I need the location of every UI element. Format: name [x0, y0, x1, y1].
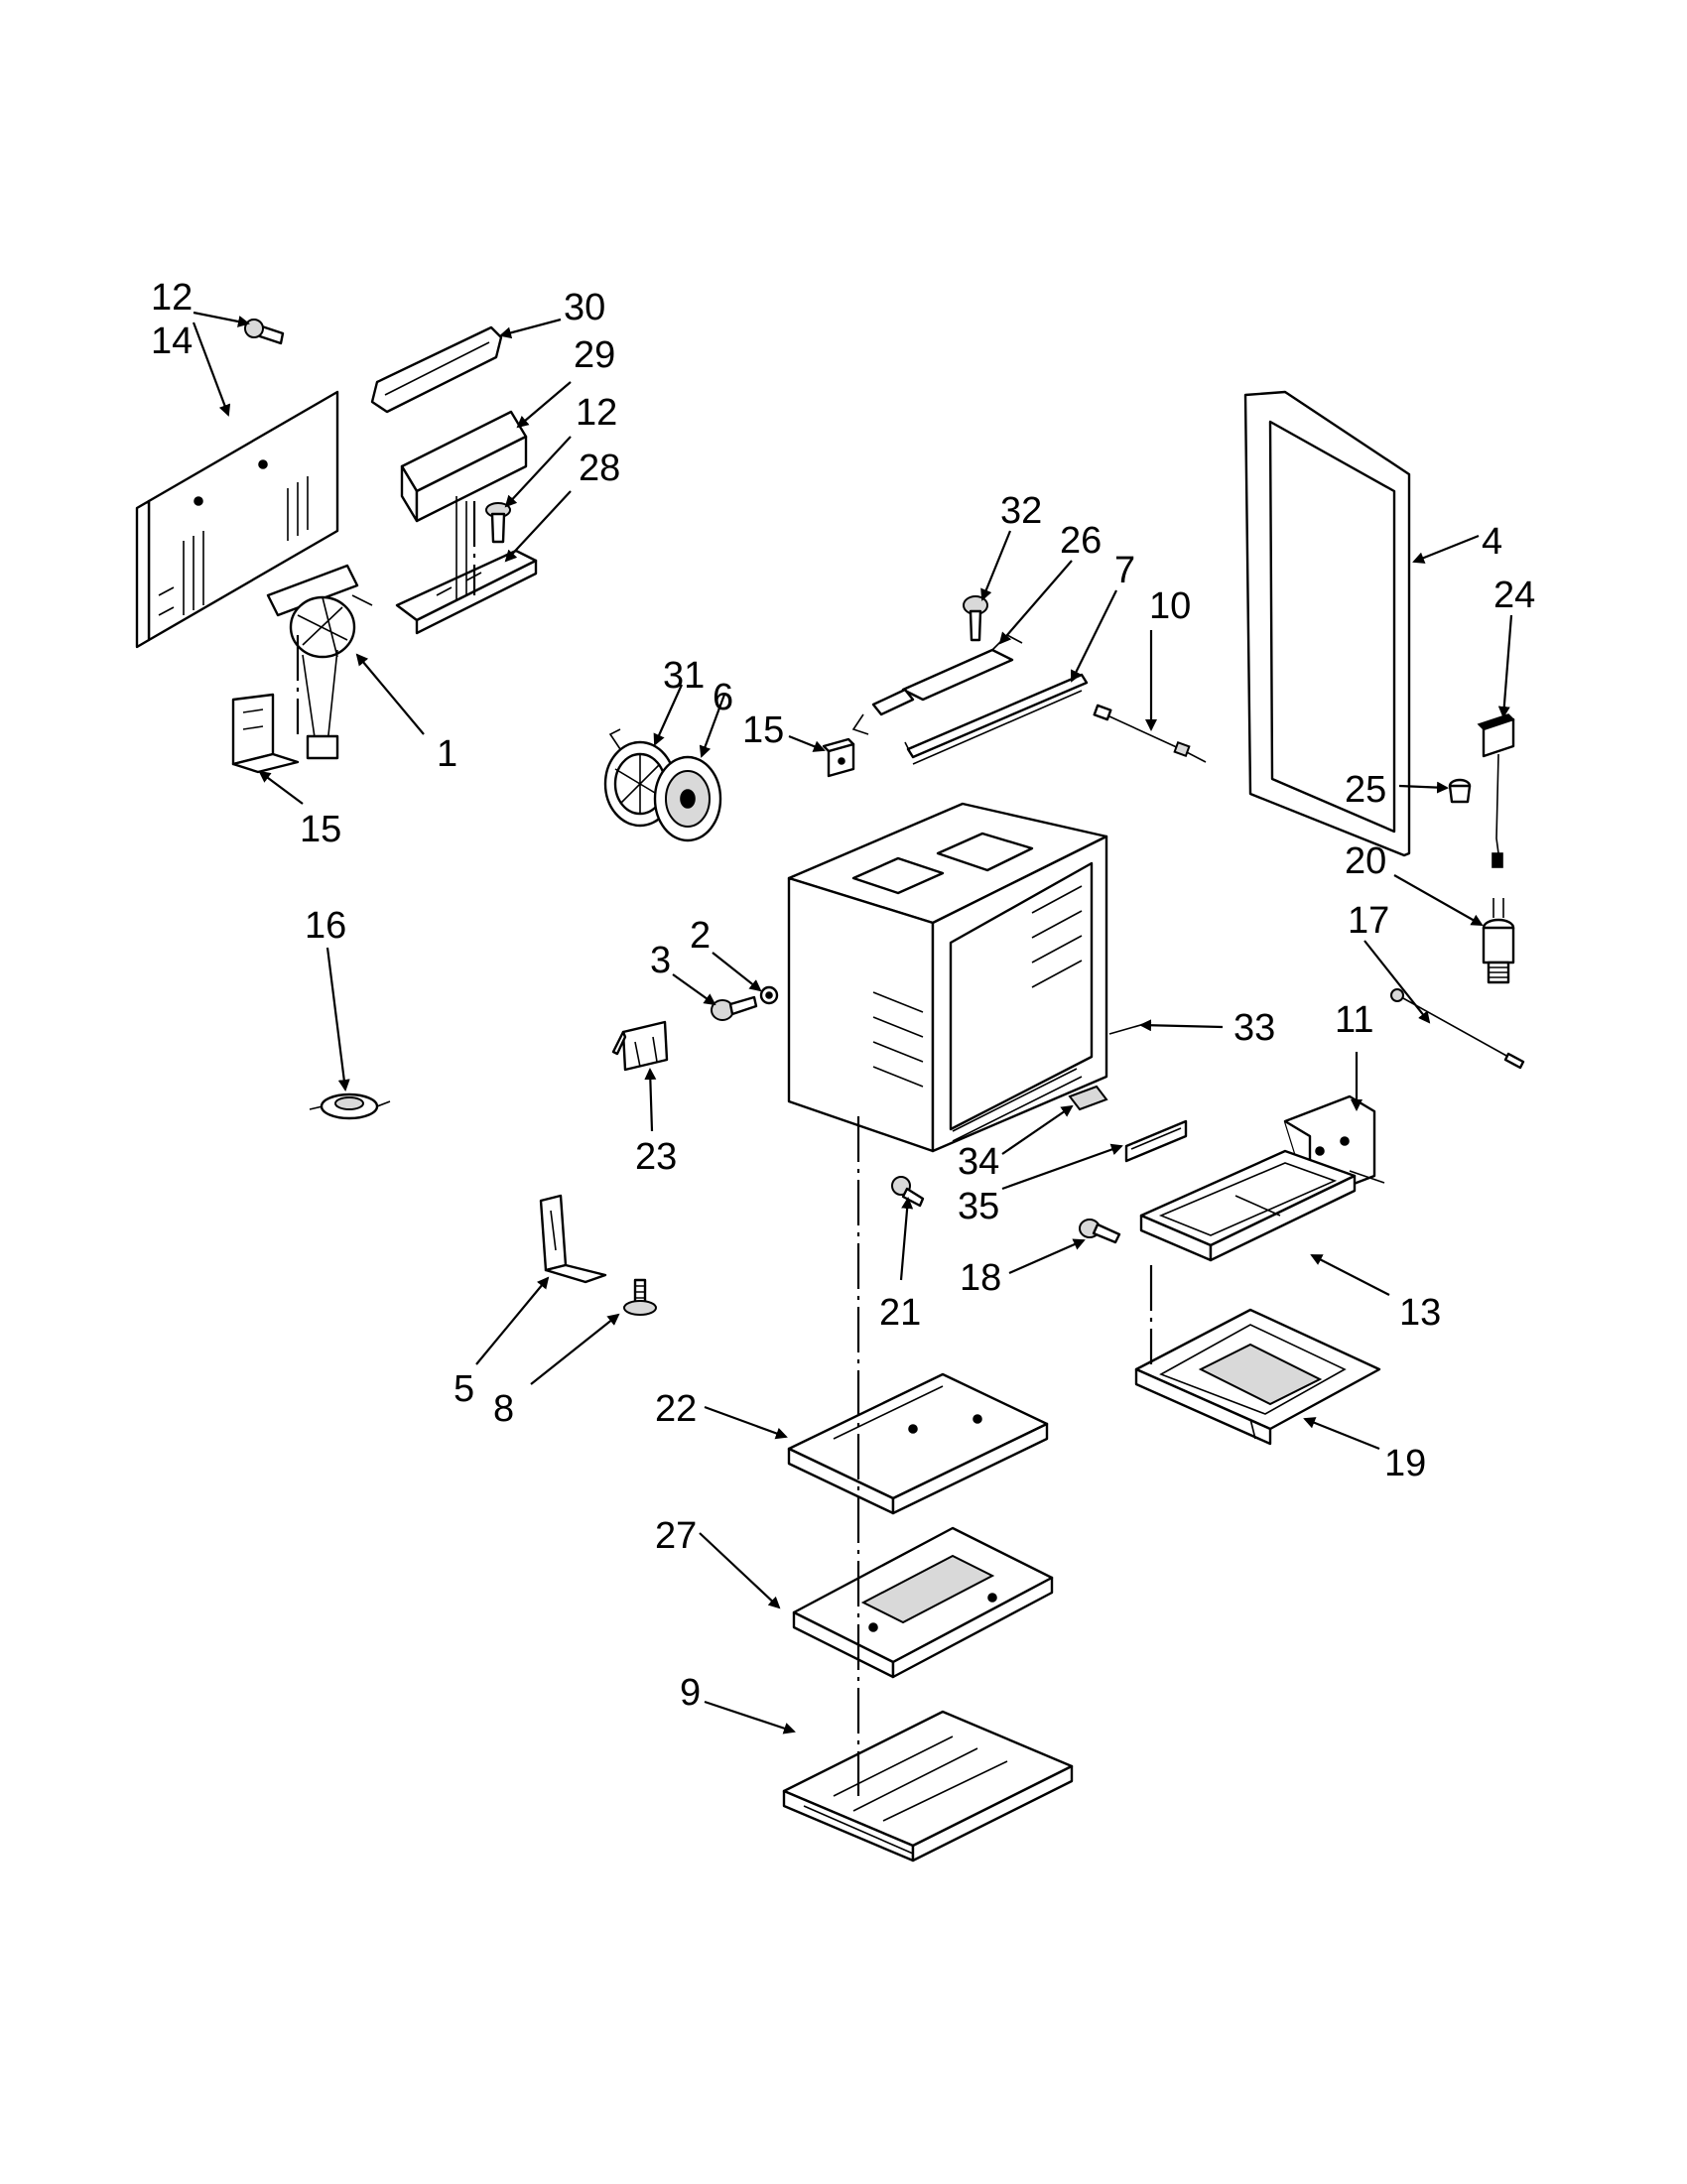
bottom-tray-part-19 [1134, 1308, 1381, 1446]
leveling-bracket-part-5 [539, 1194, 607, 1284]
receptacle-part-20 [1482, 898, 1515, 984]
callout-23: 23 [635, 1136, 677, 1178]
callout-31: 31 [663, 655, 705, 697]
door-gasket-part-4 [1243, 390, 1411, 857]
duct-base-part-28 [395, 496, 538, 635]
hinge-plate-part-35 [1124, 1119, 1188, 1163]
callout-18: 18 [960, 1257, 1001, 1299]
callout-6: 6 [713, 677, 733, 718]
switch-part-24 [1477, 713, 1515, 868]
probe-part-17 [1390, 988, 1525, 1070]
bracket-part-15a [231, 693, 300, 774]
callout-labels: 12 14 30 29 12 28 1 15 32 26 7 10 4 24 3… [151, 277, 1535, 1714]
callout-34: 34 [958, 1141, 999, 1183]
bottom-panel-part-22 [787, 1372, 1049, 1515]
sensor-bracket-part-26 [851, 634, 1023, 735]
bracket-part-23 [611, 1020, 669, 1072]
callout-35: 35 [958, 1186, 999, 1227]
leveling-leg-part-8 [623, 1278, 657, 1316]
washer-part-2 [759, 985, 779, 1005]
bracket-part-15b [822, 737, 855, 778]
leader-lines [192, 311, 1513, 1734]
screw-part-32 [963, 595, 988, 642]
callout-24: 24 [1493, 575, 1535, 616]
callout-16: 16 [305, 905, 346, 947]
callout-15b: 15 [742, 709, 784, 751]
callout-4: 4 [1482, 521, 1502, 563]
duct-part-29 [400, 410, 528, 523]
screw-part-12a [244, 319, 285, 345]
callout-30: 30 [564, 287, 605, 328]
callout-28: 28 [579, 448, 620, 489]
plug-part-25 [1448, 778, 1472, 804]
callout-29: 29 [574, 334, 615, 376]
callout-3: 3 [650, 940, 671, 981]
callout-1: 1 [437, 733, 457, 775]
callout-33: 33 [1233, 1007, 1275, 1049]
callout-26: 26 [1060, 520, 1102, 562]
callout-2: 2 [690, 915, 711, 957]
callout-9: 9 [680, 1672, 701, 1714]
fan-motor-part-1 [266, 564, 373, 760]
callout-12a: 12 [151, 277, 193, 319]
callout-20: 20 [1345, 840, 1386, 882]
callout-19: 19 [1384, 1443, 1426, 1484]
rod-part-33 [1108, 1021, 1152, 1035]
callout-11: 11 [1335, 999, 1373, 1041]
rear-panel-part-14 [135, 390, 339, 649]
bolt-part-3 [711, 995, 758, 1021]
fan-baffle-part-6 [653, 755, 722, 842]
callout-17: 17 [1348, 900, 1389, 942]
screw-part-18 [1079, 1219, 1121, 1244]
clip-part-34 [1068, 1085, 1108, 1111]
callout-5: 5 [454, 1368, 474, 1410]
tray-part-13 [1139, 1149, 1357, 1262]
limit-switch-part-16 [309, 1092, 391, 1120]
oven-cavity [787, 802, 1108, 1153]
callout-25: 25 [1345, 769, 1386, 811]
temp-sensor-part-10 [1093, 704, 1207, 763]
screw-part-12b [485, 502, 511, 544]
burner-shield-part-27 [792, 1526, 1054, 1679]
callout-27: 27 [655, 1515, 697, 1557]
callout-21: 21 [879, 1292, 921, 1334]
callout-14: 14 [151, 321, 193, 362]
alignment-lines [296, 501, 1153, 1796]
broil-element-part-7 [904, 673, 1089, 765]
callout-13: 13 [1399, 1292, 1441, 1334]
callout-32: 32 [1000, 490, 1042, 532]
callout-12b: 12 [576, 392, 617, 434]
duct-cover-part-30 [370, 325, 503, 414]
callout-10: 10 [1149, 585, 1191, 627]
callout-7: 7 [1114, 550, 1135, 591]
oven-bottom-part-9 [782, 1710, 1074, 1863]
callout-8: 8 [493, 1388, 514, 1430]
callout-15a: 15 [300, 809, 341, 850]
callout-22: 22 [655, 1388, 697, 1430]
